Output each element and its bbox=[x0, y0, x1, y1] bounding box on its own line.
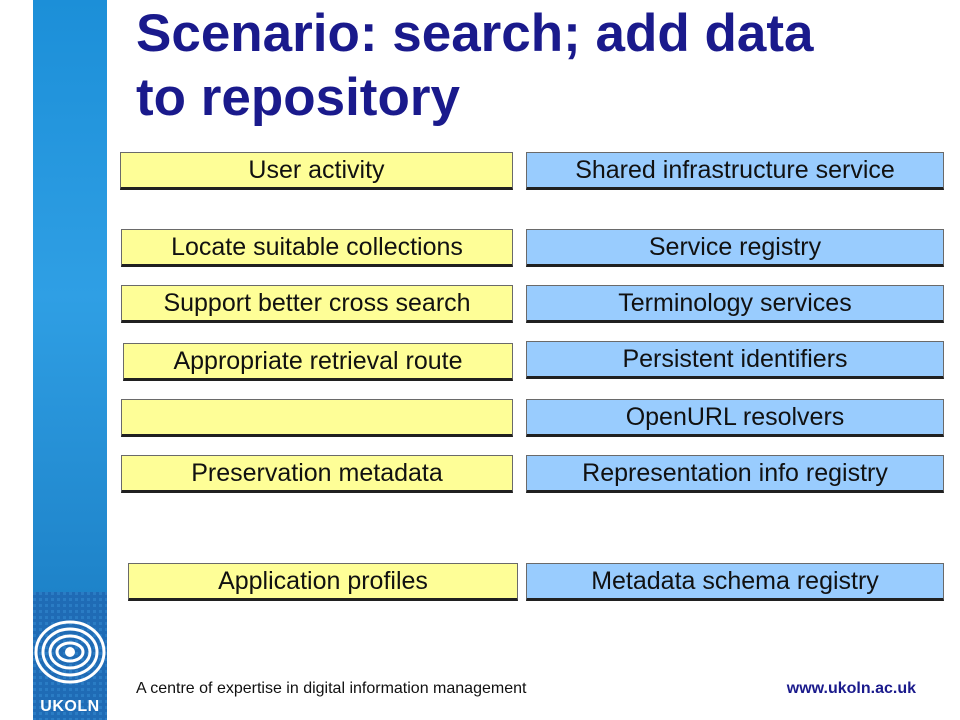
title-line-1: Scenario: search; add data bbox=[136, 4, 814, 63]
left-box-empty bbox=[121, 399, 513, 437]
left-box-locate-collections: Locate suitable collections bbox=[121, 229, 513, 267]
right-box-representation-registry: Representation info registry bbox=[526, 455, 944, 493]
right-box-header: Shared infrastructure service bbox=[526, 152, 944, 190]
left-box-preservation-metadata: Preservation metadata bbox=[121, 455, 513, 493]
left-box-retrieval-route: Appropriate retrieval route bbox=[123, 343, 513, 381]
slide-title: Scenario: search; add data to repository bbox=[136, 2, 936, 130]
left-box-cross-search: Support better cross search bbox=[121, 285, 513, 323]
footer-url-link[interactable]: www.ukoln.ac.uk bbox=[786, 680, 916, 697]
logo-text: UKOLN bbox=[40, 698, 100, 715]
left-box-application-profiles: Application profiles bbox=[128, 563, 518, 601]
footer-tagline: A centre of expertise in digital informa… bbox=[136, 680, 527, 697]
side-bar bbox=[33, 0, 107, 592]
right-box-persistent-identifiers: Persistent identifiers bbox=[526, 341, 944, 379]
right-box-openurl-resolvers: OpenURL resolvers bbox=[526, 399, 944, 437]
left-box-header: User activity bbox=[120, 152, 513, 190]
eye-icon bbox=[33, 592, 107, 720]
right-box-metadata-schema-registry: Metadata schema registry bbox=[526, 563, 944, 601]
ukoln-logo: UKOLN bbox=[33, 592, 107, 720]
title-line-2: to repository bbox=[136, 68, 460, 127]
right-box-service-registry: Service registry bbox=[526, 229, 944, 267]
right-box-terminology-services: Terminology services bbox=[526, 285, 944, 323]
